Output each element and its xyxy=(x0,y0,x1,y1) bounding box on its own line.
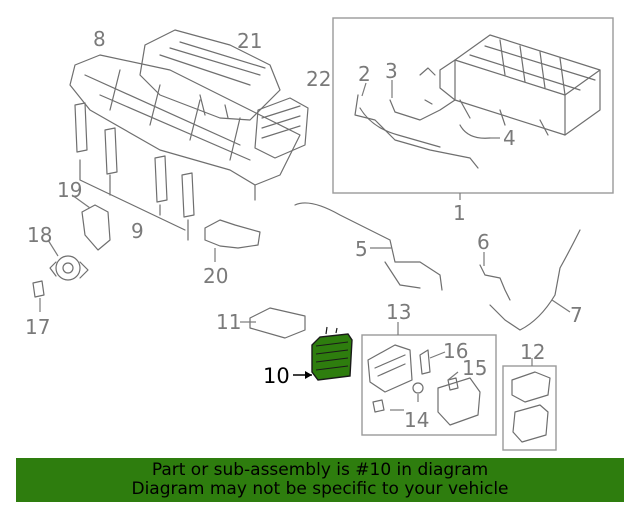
callout-12: 12 xyxy=(520,340,545,364)
callout-17: 17 xyxy=(25,315,50,339)
part-6-drawing xyxy=(479,264,511,301)
box-part-13 xyxy=(361,334,497,436)
harness-4-drawing xyxy=(459,124,491,139)
brackets-part-9-drawing xyxy=(74,102,195,241)
cover-part-21-drawing xyxy=(139,29,281,121)
shield-part-22-drawing xyxy=(254,97,309,159)
callout-4: 4 xyxy=(503,126,516,150)
callout-5: 5 xyxy=(355,237,368,261)
cable-part-7-drawing xyxy=(489,229,581,331)
banner-line-2: Diagram may not be specific to your vehi… xyxy=(131,479,509,499)
callout-13: 13 xyxy=(386,300,411,324)
box-part-1 xyxy=(332,17,614,194)
harness-part-5-drawing xyxy=(294,202,443,291)
part-10-highlighted xyxy=(311,326,353,381)
callout-18: 18 xyxy=(27,223,52,247)
banner-line-1: Part or sub-assembly is #10 in diagram xyxy=(151,460,489,480)
callout-19: 19 xyxy=(57,178,82,202)
callout-20: 20 xyxy=(203,264,228,288)
callout-3: 3 xyxy=(385,59,398,83)
callout-16: 16 xyxy=(443,339,468,363)
part-11-drawing xyxy=(249,307,306,339)
callout-21: 21 xyxy=(237,29,262,53)
callout-10: 10 xyxy=(263,364,290,388)
callout-1: 1 xyxy=(453,201,466,225)
part-20-drawing xyxy=(204,219,261,249)
part-12-drawing xyxy=(511,371,551,443)
callout-7: 7 xyxy=(570,303,583,327)
callout-15: 15 xyxy=(462,356,487,380)
callout-6: 6 xyxy=(477,230,490,254)
box-part-12 xyxy=(502,365,557,451)
callout-14: 14 xyxy=(404,408,429,432)
harness-3-drawing xyxy=(389,67,456,121)
frame-part-8-drawing xyxy=(69,54,301,201)
part-13-drawing xyxy=(367,344,481,426)
callout-2: 2 xyxy=(358,62,371,86)
callout-8: 8 xyxy=(93,27,106,51)
callout-22: 22 xyxy=(306,67,331,91)
harness-2-drawing xyxy=(354,94,479,169)
callout-9: 9 xyxy=(131,219,144,243)
part-17-drawing xyxy=(32,280,45,298)
part-18-drawing xyxy=(49,255,89,281)
part-19-drawing xyxy=(81,204,111,251)
info-banner: Part or sub-assembly is #10 in diagram D… xyxy=(16,458,624,502)
battery-tray-drawing xyxy=(439,34,601,136)
callout-11: 11 xyxy=(216,310,241,334)
